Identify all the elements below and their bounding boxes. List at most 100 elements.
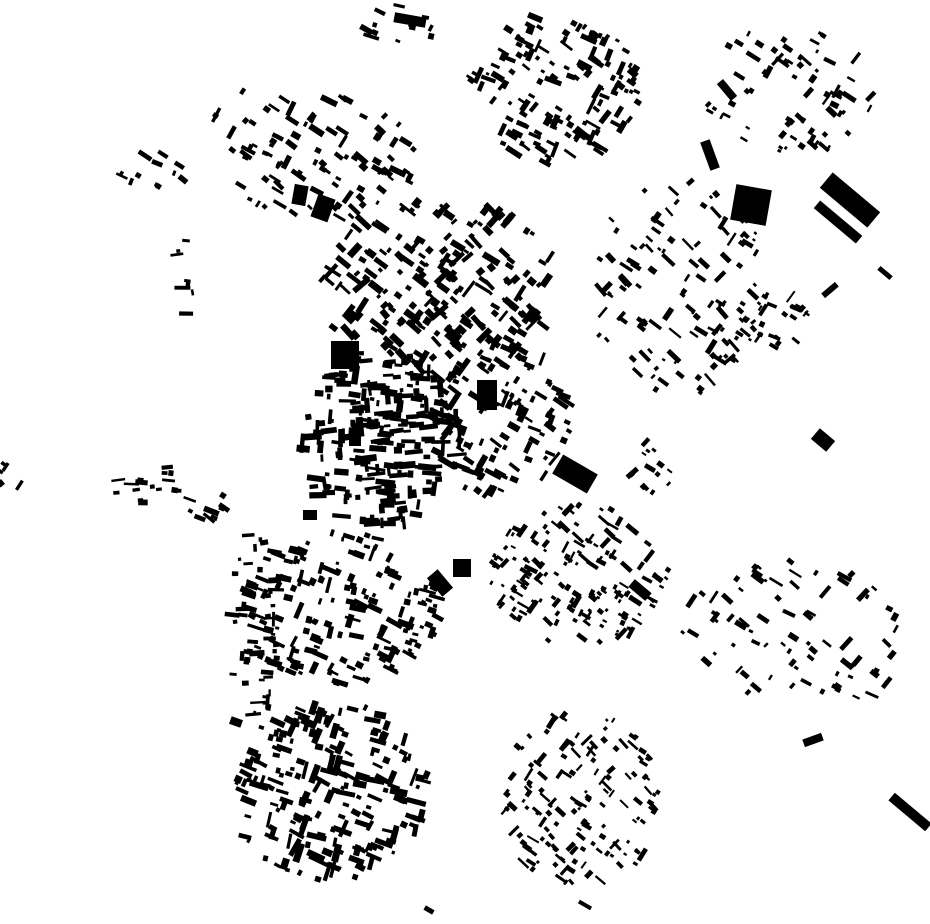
building: [478, 438, 485, 447]
building: [275, 767, 281, 774]
building: [292, 842, 306, 864]
building: [349, 309, 362, 320]
building: [570, 747, 582, 759]
building: [505, 128, 520, 141]
building: [361, 587, 368, 596]
building: [583, 68, 593, 79]
building: [648, 318, 663, 331]
building: [380, 300, 390, 310]
building: [563, 65, 570, 71]
building: [329, 528, 335, 537]
building: [778, 130, 788, 140]
building: [339, 656, 348, 665]
building: [511, 525, 524, 535]
building: [428, 353, 438, 362]
building: [258, 618, 268, 626]
building: [500, 804, 510, 816]
building: [573, 134, 580, 142]
building: [388, 582, 395, 591]
building: [783, 145, 788, 150]
building: [881, 637, 892, 648]
building: [497, 487, 505, 493]
building: [650, 373, 656, 380]
building: [571, 589, 582, 599]
building: [436, 384, 450, 396]
building: [541, 539, 551, 549]
building: [320, 454, 324, 462]
building: [324, 277, 335, 287]
building: [354, 771, 370, 783]
building: [366, 466, 386, 472]
building: [619, 261, 634, 273]
building: [325, 125, 339, 137]
building: [584, 869, 594, 880]
building: [643, 785, 653, 796]
building: [567, 878, 575, 886]
building: [477, 221, 484, 227]
building: [237, 612, 248, 618]
building: [157, 149, 169, 160]
building: [763, 578, 768, 583]
building: [412, 375, 431, 382]
building: [272, 649, 277, 654]
building: [791, 73, 798, 80]
building: [685, 177, 695, 187]
building: [654, 789, 661, 796]
building: [877, 265, 893, 281]
building: [473, 485, 483, 496]
building: [395, 233, 403, 242]
building: [464, 238, 475, 250]
building: [599, 507, 604, 512]
building: [245, 711, 262, 717]
building: [740, 238, 754, 249]
building: [297, 670, 304, 676]
building: [451, 340, 463, 352]
building: [308, 618, 318, 626]
building: [290, 130, 302, 141]
building: [366, 416, 372, 429]
building: [270, 549, 286, 560]
building: [292, 555, 299, 565]
building: [375, 573, 381, 578]
building: [774, 594, 782, 603]
building: [334, 740, 346, 755]
building: [547, 801, 554, 808]
building: [825, 105, 838, 119]
building: [506, 800, 518, 812]
building: [544, 637, 552, 644]
building: [407, 470, 414, 478]
building: [543, 571, 549, 578]
building: [453, 415, 460, 422]
building: [501, 444, 508, 451]
building: [408, 421, 425, 429]
building: [561, 28, 571, 38]
building: [359, 381, 378, 388]
building: [568, 596, 575, 604]
building: [495, 554, 504, 562]
building: [398, 135, 413, 148]
building: [376, 635, 392, 645]
building: [625, 522, 640, 536]
building: [488, 95, 498, 105]
building: [522, 556, 529, 563]
building: [586, 139, 603, 151]
building: [579, 845, 587, 853]
building: [260, 588, 269, 600]
building: [656, 246, 662, 252]
building: [504, 399, 514, 410]
building: [358, 255, 367, 264]
building: [137, 149, 153, 162]
building: [673, 198, 680, 206]
building: [487, 290, 493, 296]
building: [592, 542, 599, 548]
building: [592, 105, 601, 113]
building: [450, 218, 458, 225]
building: [337, 447, 343, 461]
building: [767, 333, 781, 342]
building: [168, 470, 174, 477]
building: [409, 206, 416, 213]
building: [534, 577, 544, 586]
building: [476, 476, 483, 481]
building: [134, 171, 142, 179]
